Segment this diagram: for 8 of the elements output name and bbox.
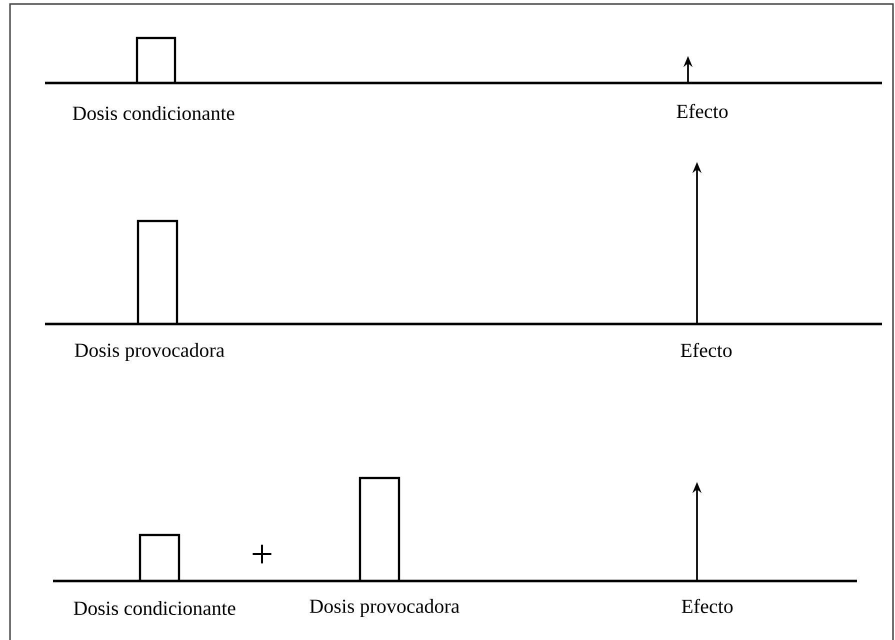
axis-label: Dosis condicionante — [72, 106, 234, 120]
axis-label: Dosis provocadora — [74, 342, 224, 362]
axis-label: Efecto — [676, 104, 728, 118]
axis-label: Dosis condicionante — [74, 600, 236, 616]
axis-label: Efecto — [680, 342, 732, 358]
axis-label: Efecto — [682, 598, 733, 614]
plus-sign: + — [252, 544, 272, 564]
axis-label: Dosis provocadora — [310, 598, 460, 618]
